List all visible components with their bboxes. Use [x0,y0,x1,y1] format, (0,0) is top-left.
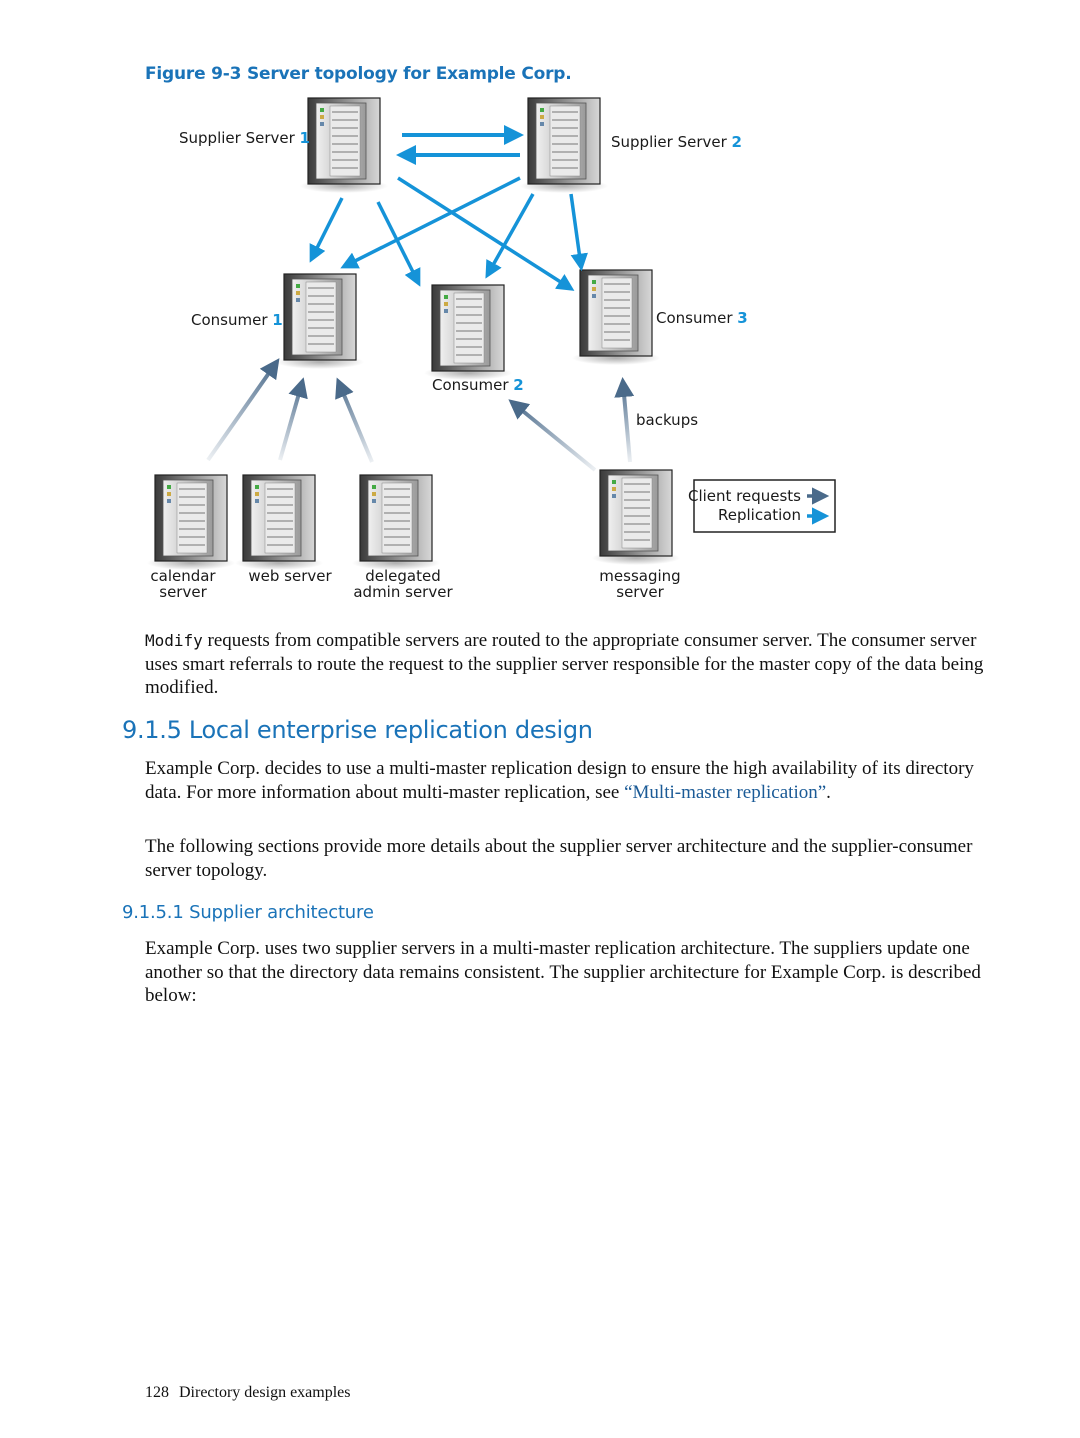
figure-caption: Figure 9-3 Server topology for Example C… [145,64,572,84]
client-request-arrow [206,358,280,462]
supplier-server-2-label: Supplier Server 2 [611,133,742,151]
paragraph-multimaster: Example Corp. decides to use a multi-mas… [145,758,974,803]
client-request-arrow [335,377,374,463]
server-topology-diagram: Supplier Server 1 Supplier Server 2 Cons… [146,97,836,601]
client-request-arrow [508,399,597,472]
paragraph-following-sections: The following sections provide more deta… [145,836,973,881]
backups-label: backups [636,411,698,429]
section-heading: 9.1.5 Local enterprise replication desig… [122,716,593,744]
page-number: 128 [145,1384,169,1401]
calendar-server-icon [146,474,236,571]
legend-replication: Replication [718,506,801,524]
consumer-2-icon [423,284,513,381]
paragraph-supplier-architecture: Example Corp. uses two supplier servers … [145,938,981,1006]
consumer-3-icon [571,269,661,366]
multi-master-replication-link[interactable]: “Multi-master replication” [624,781,827,803]
paragraph-modify: Modify requests from compatible servers … [145,630,984,698]
supplier-server-2-icon [519,97,609,194]
web-server-icon [234,474,324,571]
consumer-2-label: Consumer 2 [432,376,524,394]
supplier-server-1-icon [299,97,389,194]
supplier-server-1-label: Supplier Server 1 [179,129,310,147]
legend-client-requests: Client requests [688,487,801,505]
replication-arrow [485,193,535,279]
subsection-heading: 9.1.5.1 Supplier architecture [122,902,374,923]
client-request-arrow [614,377,635,463]
web-server-label: web server [248,567,332,585]
page-footer: 128 Directory design examples [145,1384,351,1402]
messaging-server-icon [591,469,681,566]
consumer-1-icon [275,273,365,370]
replication-arrow [309,197,344,263]
client-request-arrow [278,377,308,461]
legend: Client requests Replication [688,479,836,533]
footer-section-title: Directory design examples [179,1384,351,1401]
replication-arrow [397,176,575,291]
code-modify: Modify [145,631,203,650]
replication-arrow [376,201,421,287]
delegated-admin-server-icon [351,474,441,571]
replication-arrow [569,193,588,272]
replication-arrow [340,176,521,269]
consumer-1-label: Consumer 1 [191,311,283,329]
consumer-3-label: Consumer 3 [656,309,748,327]
